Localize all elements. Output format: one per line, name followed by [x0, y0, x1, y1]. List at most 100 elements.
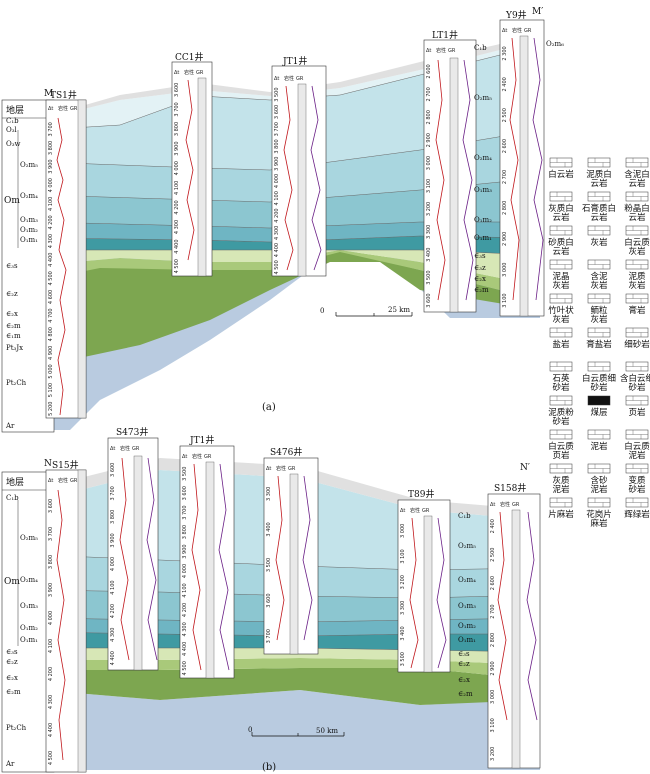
b-strata-unit: ∈₂m: [6, 688, 21, 696]
a-strata-unit: Pt₃Jx: [6, 344, 23, 352]
b-s158-depth: 2 400: [490, 519, 496, 533]
mud-bearing-dolomite-legend-pattern: [626, 158, 648, 167]
lithology-legend: 白云岩泥质白云岩含泥白云岩灰质白云岩石膏质白云岩粉晶白云岩砂质白云岩灰岩白云质灰…: [548, 157, 650, 529]
a-scale-label: 25 km: [388, 306, 410, 314]
b-right-unit: ∈₂x: [458, 676, 470, 684]
b-strata-unit: ∈₃s: [6, 648, 18, 656]
b-s15-depth: 4 500: [48, 751, 54, 765]
limy-mudstone-legend-pattern: [550, 464, 572, 473]
a-right-unit: O₁m₃: [474, 186, 492, 194]
b-right-unit: O₂m₄: [458, 576, 476, 584]
legend-label: 灰岩: [628, 280, 646, 291]
dolomite-bearing-sandstone-legend-pattern: [626, 362, 648, 371]
a-well-ts1: [45, 99, 87, 419]
a-strata-unit: O₁m₂: [20, 226, 38, 234]
b-well-s476: [263, 457, 319, 655]
a-cc1-depth: 3 900: [174, 141, 180, 155]
panel-b: [1, 437, 541, 773]
b-s15-depth: 3 700: [48, 527, 54, 541]
b-strata-unit: ∈₂z: [6, 658, 18, 666]
legend-label: 含白云细: [620, 373, 650, 384]
a-cambrian-mid: [40, 250, 540, 300]
a-cc1-depth: 4 000: [174, 161, 180, 175]
legend-label: 云岩: [590, 178, 608, 189]
mud-limestone-legend-pattern: [588, 260, 610, 269]
a-strata-unit: Ar: [5, 422, 15, 430]
b-t89-depth: 3 000: [400, 524, 406, 538]
a-strata-unit: O₂m₄: [20, 192, 38, 200]
b-right-unit: O₂m₅: [458, 542, 476, 550]
b-well-jt1: [179, 445, 235, 679]
b-s476-depth: 3 700: [266, 629, 272, 643]
b-strata-unit: O₂m₄: [20, 576, 38, 584]
b-s158-depth: 3 100: [490, 718, 496, 732]
a-ts1-depth: 4 700: [48, 308, 54, 322]
legend-label: 石膏质白: [582, 203, 616, 214]
b-s476-depth: 3 600: [266, 593, 272, 607]
col-header-dt: Δt: [426, 48, 431, 54]
a-ts1-depth: 4 200: [48, 215, 54, 229]
dolomitic-limestone-legend-pattern: [626, 226, 648, 235]
argillaceous-limestone-legend-pattern: [626, 260, 648, 269]
a-ts1-depth: 3 800: [48, 141, 54, 155]
b-t89-depth: 3 300: [400, 601, 406, 615]
a-strata-unit: ∈₁m: [6, 332, 21, 340]
legend-label: 砂岩: [628, 484, 646, 495]
oolitic-legend-pattern: [588, 294, 610, 303]
b-s473-depth: 3 900: [110, 533, 116, 547]
legend-label: 含泥: [590, 271, 608, 282]
b-right-unit: ∈₂z: [458, 660, 470, 668]
col-header-lith: 岩性: [120, 445, 130, 452]
b-strata-header: 地层: [6, 476, 24, 488]
b-scale-label: 50 km: [316, 727, 338, 735]
b-t89-depth: 3 100: [400, 549, 406, 563]
a-lt1-depth: 3 000: [426, 156, 432, 170]
b-s473-depth: 4 200: [110, 604, 116, 618]
a-lt1-depth: 3 300: [426, 225, 432, 239]
col-header-lith: 岩性: [58, 105, 68, 112]
a-cc1-depth: 4 400: [174, 239, 180, 253]
legend-label: 泥岩: [628, 450, 646, 461]
gypsum-dolomite-legend-pattern: [588, 192, 610, 201]
b-s15-depth: 3 800: [48, 555, 54, 569]
b-s473-depth: 4 100: [110, 580, 116, 594]
b-strata-unit: O₂m₅: [20, 534, 38, 542]
salt-legend-pattern: [550, 328, 572, 337]
a-jt1-depth: 4 400: [274, 243, 280, 257]
b-strata-unit: ∈₂x: [6, 674, 18, 682]
a-ts1-depth: 3 700: [48, 122, 54, 136]
legend-label: 砂岩: [590, 382, 608, 393]
b-scale-bar: [251, 732, 345, 737]
b-section-start: N: [44, 459, 52, 469]
legend-label: 云岩: [628, 212, 646, 223]
col-header-dt: Δt: [274, 76, 279, 82]
col-header-dt: Δt: [182, 454, 187, 460]
limestone-legend-pattern: [588, 226, 610, 235]
a-lt1-depth: 3 600: [426, 293, 432, 307]
col-header-dt: Δt: [400, 508, 405, 514]
a-cambrian-upper: [40, 250, 540, 286]
b-s15-depth: 4 000: [48, 611, 54, 625]
a-right-unit: O₂m₆: [546, 40, 564, 48]
b-caption: (b): [262, 762, 276, 773]
a-caption: (a): [262, 402, 276, 413]
dolomitic-mudstone-legend-pattern: [626, 430, 648, 439]
b-section-end: N′: [520, 463, 530, 473]
a-strata-unit: ∈₂x: [6, 310, 18, 318]
col-header-gr: GR: [296, 76, 304, 82]
b-t89-depth: 3 200: [400, 575, 406, 589]
a-strata-unit: O₃w: [6, 140, 21, 148]
b-s15-depth: 4 400: [48, 723, 54, 737]
a-strata-unit: O₃l: [6, 126, 18, 134]
a-strata-unit: C₁b: [6, 117, 19, 125]
b-strata-unit: Pt₂Ch: [6, 724, 27, 732]
b-s476-depth: 3 300: [266, 487, 272, 501]
a-strata-header: 地层: [6, 104, 24, 116]
legend-label: 膏岩: [628, 305, 646, 316]
legend-label: 灰质白: [548, 203, 574, 214]
b-jt1-depth: 3 500: [182, 467, 188, 481]
legend-label: 灰质: [552, 475, 570, 486]
a-jt1-depth: 3 600: [274, 105, 280, 119]
